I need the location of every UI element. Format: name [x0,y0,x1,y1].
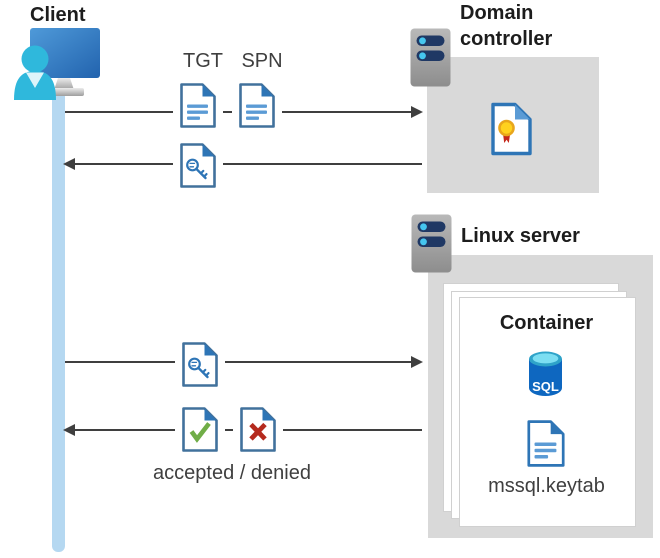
accepted-denied-label: accepted / denied [153,462,311,484]
denied-x-icon [233,406,283,453]
service-ticket-key-icon [175,341,225,388]
user-at-monitor-icon [14,28,100,100]
linux-server-label: Linux server [461,225,580,247]
tgt-ticket-icon [173,82,223,129]
sql-badge-text: SQL [532,379,559,394]
certificate-icon [489,102,534,156]
arrow-domain-controller-to-client [65,163,422,165]
tgt-message-label: TGT [183,50,223,72]
spn-message-label: SPN [241,50,283,72]
domain-controller-server-icon [410,28,451,87]
client-label: Client [30,4,86,26]
accepted-check-icon [175,406,225,453]
container-card-front [459,297,636,527]
arrow-client-to-linux-server [65,361,421,363]
keytab-filename-label: mssql.keytab [488,475,605,497]
domain-controller-label: Domain controller [460,2,553,50]
service-ticket-key-icon [173,142,223,189]
client-lifeline [52,88,65,552]
sql-database-icon: SQL [529,351,562,396]
spn-ticket-icon [232,82,282,129]
linux-server-icon [411,214,452,273]
keytab-file-icon [525,419,567,468]
container-label: Container [499,312,594,334]
